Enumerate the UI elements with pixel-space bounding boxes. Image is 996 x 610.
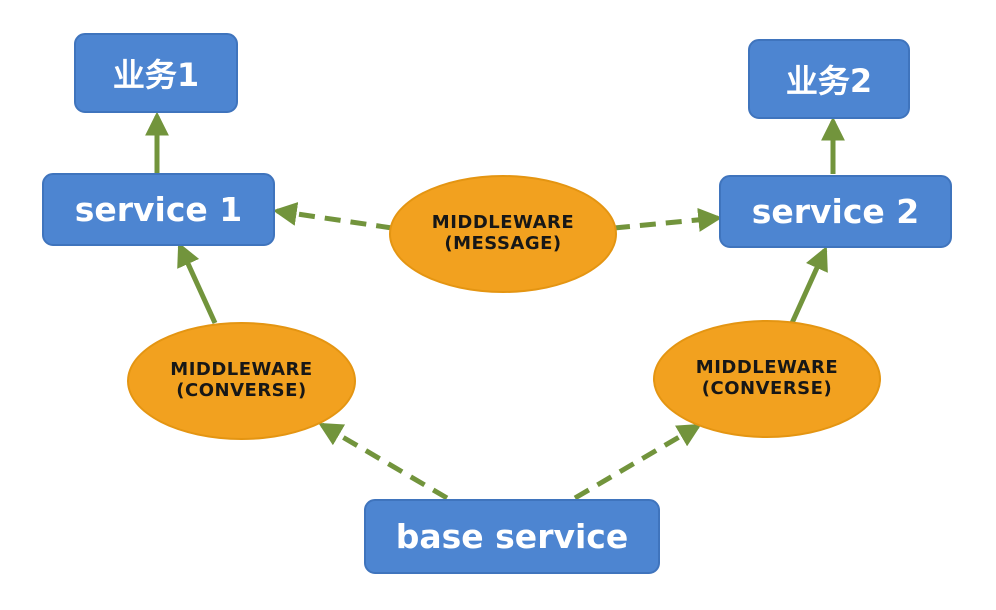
biz2-box: 业务2	[748, 39, 910, 119]
biz2-label: 业务2	[785, 62, 873, 100]
service2-box: service 2	[719, 175, 952, 248]
service1-box: service 1	[42, 173, 275, 246]
middleware-converse-left-ellipse: MIDDLEWARE (CONVERSE)	[127, 322, 356, 440]
middleware-converse-right-ellipse: MIDDLEWARE (CONVERSE)	[653, 320, 881, 438]
middleware-converse-left-line2: (CONVERSE)	[176, 380, 307, 401]
middleware-message-line2: (MESSAGE)	[444, 233, 562, 254]
middleware-converse-left-line1: MIDDLEWARE	[170, 359, 313, 381]
arrow-message-to-service2	[613, 207, 723, 232]
biz1-label: 业务1	[112, 56, 200, 94]
arrow-base-to-mwright	[573, 423, 702, 501]
arrow-base-to-mwleft	[318, 422, 449, 501]
middleware-converse-right-line2: (CONVERSE)	[701, 378, 833, 399]
base-service-box: base service	[364, 499, 660, 574]
service1-label: service 1	[74, 190, 243, 229]
arrow-mwleft-to-service1	[177, 242, 218, 325]
arrow-message-to-service1	[272, 202, 393, 231]
service2-label: service 2	[751, 192, 920, 231]
middleware-converse-right-line1: MIDDLEWARE	[695, 357, 839, 379]
middleware-message-ellipse: MIDDLEWARE (MESSAGE)	[389, 175, 617, 293]
middleware-message-line1: MIDDLEWARE	[431, 212, 575, 234]
biz1-box: 业务1	[74, 33, 238, 113]
base-service-label: base service	[395, 517, 629, 556]
arrow-mwright-to-service2	[789, 246, 828, 325]
